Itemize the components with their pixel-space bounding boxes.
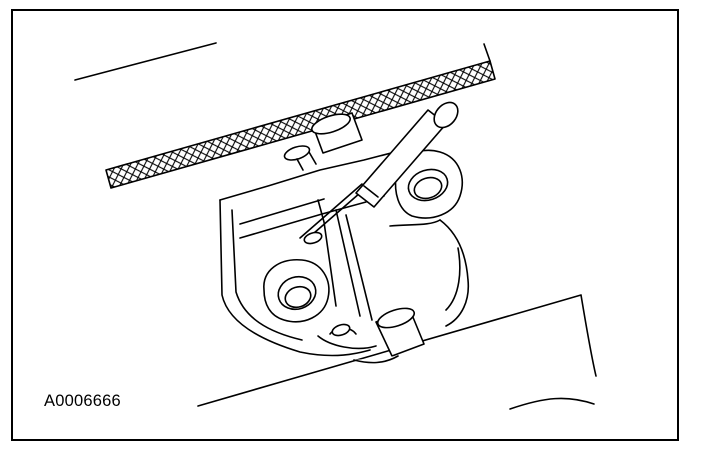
lower-housing (197, 294, 597, 410)
right-mounting-boss (394, 149, 464, 219)
upper-edge-line (74, 42, 217, 81)
left-mounting-boss (263, 259, 330, 323)
hatched-gasket-band (105, 43, 496, 189)
bracket-body (219, 151, 470, 357)
tool-rod (299, 101, 459, 245)
top-stud (283, 112, 363, 171)
figure-frame (11, 9, 679, 441)
lower-stud (317, 307, 425, 364)
figure-id-label: A0006666 (44, 392, 121, 410)
